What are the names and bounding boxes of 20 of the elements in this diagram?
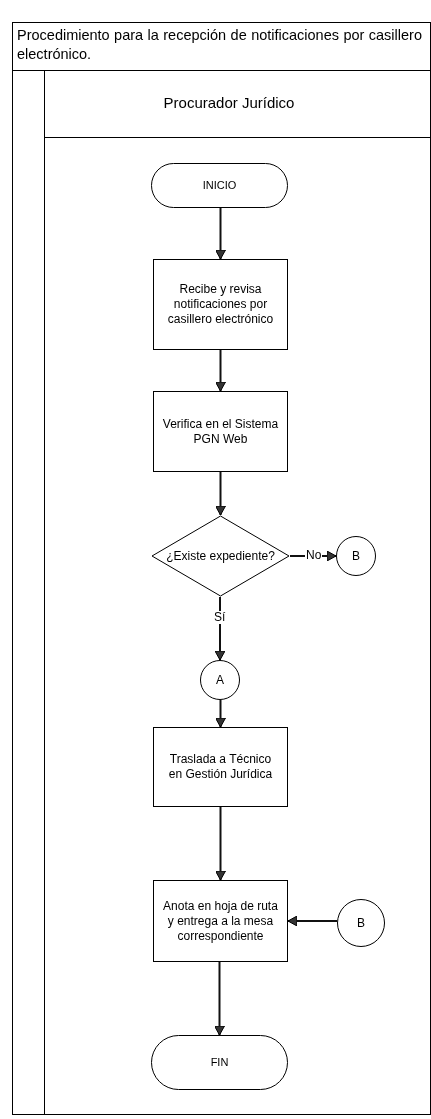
arrow [214, 596, 226, 661]
arrow [215, 349, 226, 392]
process-box: Anota en hoja de ruta y entrega a la mesa correspondiente [153, 880, 288, 962]
arrow [215, 806, 226, 881]
terminator-shape: FIN [151, 1035, 288, 1090]
arrow [215, 699, 226, 728]
process-box: Traslada a Técnico en Gestión Jurídica [153, 727, 288, 807]
arrow [215, 207, 226, 260]
arrow [214, 961, 225, 1036]
edge-label: No [305, 549, 323, 562]
title: Procedimiento para la recepción de notificaciones por casillero electrónico. [17, 26, 422, 64]
arrow [287, 915, 338, 927]
edge-label: Sí [213, 611, 227, 624]
terminator-shape: INICIO [151, 163, 288, 208]
swimlane [12, 70, 431, 1115]
arrow [215, 471, 226, 516]
lane-title: Procurador Jurídico [163, 93, 296, 114]
decision-diamond: ¿Existe expediente? [151, 515, 290, 597]
process-box: Verifica en el Sistema PGN Web [153, 391, 288, 472]
process-box: Recibe y revisa notificaciones por casillero electrónico [153, 259, 288, 350]
